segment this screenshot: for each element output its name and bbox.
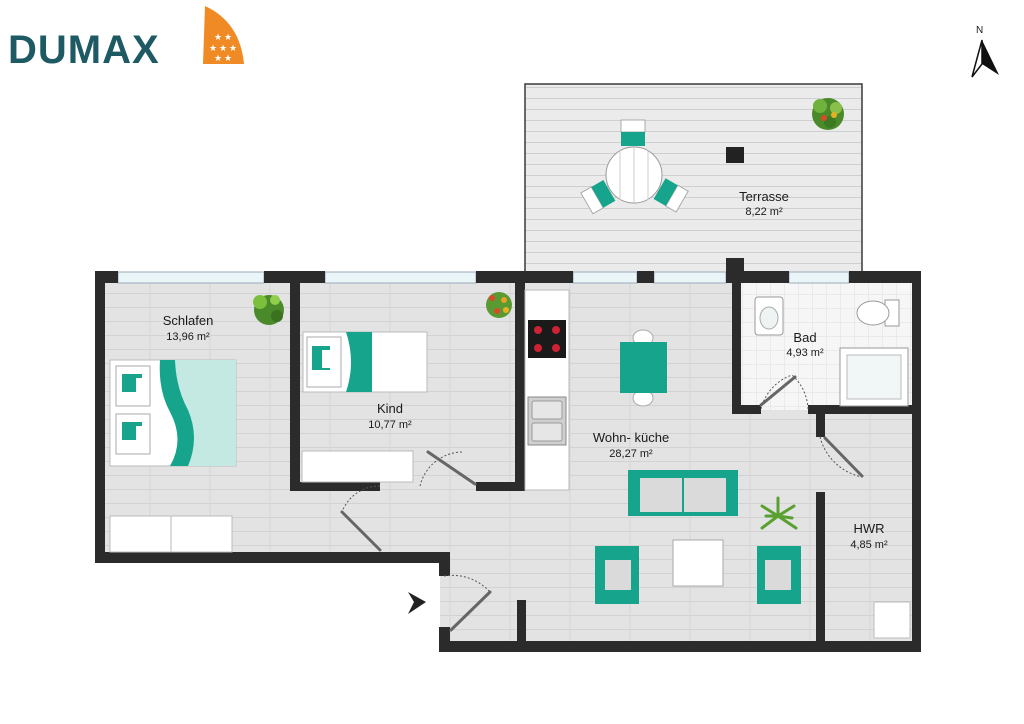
toilet-icon [856, 299, 900, 327]
room-area-bad: 4,93 m² [786, 347, 824, 359]
room-area-schlafen: 13,96 m² [166, 331, 210, 343]
wall [849, 271, 921, 283]
room-name-schlafen: Schlafen [163, 313, 214, 328]
window [653, 271, 727, 284]
room-area-terrasse: 8,22 m² [745, 206, 783, 218]
svg-text:★: ★ [219, 44, 227, 54]
svg-text:★: ★ [224, 33, 232, 43]
north-label: N [976, 25, 983, 36]
svg-text:★: ★ [229, 44, 237, 54]
sail-icon [203, 6, 244, 64]
wall [726, 271, 789, 283]
wall [637, 271, 654, 283]
room-name-bad: Bad [793, 330, 816, 345]
wall [732, 405, 761, 414]
wall [439, 552, 450, 576]
wall [515, 283, 525, 491]
shower-icon [839, 347, 909, 407]
wall [912, 271, 921, 651]
wall [476, 271, 573, 283]
plant-icon [486, 292, 512, 318]
wall [95, 271, 118, 283]
door-leaf [823, 436, 864, 478]
single-bed-icon [302, 331, 428, 393]
window [117, 271, 265, 284]
terrace-area [524, 83, 863, 276]
wall [95, 271, 105, 563]
door-swing [419, 451, 463, 487]
wardrobe-icon [109, 515, 233, 553]
armchair-icon [757, 546, 801, 604]
room-area-wohnkueche: 28,27 m² [609, 448, 653, 460]
room-area-hwr: 4,85 m² [850, 539, 888, 551]
window [324, 271, 477, 284]
cooktop-icon [528, 320, 566, 358]
svg-text:★: ★ [224, 54, 232, 64]
plant-icon [812, 98, 844, 130]
door-leaf [426, 450, 477, 486]
svg-text:★: ★ [214, 54, 222, 64]
wall [732, 283, 741, 413]
window [572, 271, 638, 284]
walls [95, 258, 921, 652]
door-swing [443, 574, 491, 593]
north-arrow: N [971, 25, 999, 78]
door-leaves [340, 375, 864, 632]
armchair-icon [595, 546, 639, 604]
wall [264, 271, 325, 283]
north-arrow-fill-icon [982, 40, 999, 75]
sofa-icon [628, 470, 738, 516]
washbasin-icon [754, 296, 784, 336]
window [788, 271, 850, 284]
burner-icons [534, 326, 560, 352]
dining-table-icon [620, 329, 667, 407]
wall [517, 600, 526, 642]
terrace-post [726, 147, 744, 163]
kitchen-counter [524, 289, 570, 491]
double-bed-icon [109, 359, 237, 467]
room-name-terrasse: Terrasse [739, 189, 789, 204]
brand-logo: DUMAX ★★ ★★★ ★★ [8, 6, 244, 72]
room-name-hwr: HWR [853, 521, 884, 536]
door-swing [341, 485, 381, 513]
door-leaf [449, 590, 492, 632]
room-name-wohnkueche: Wohn- küche [593, 430, 669, 445]
room-name-kind: Kind [377, 401, 403, 416]
wall [95, 552, 450, 563]
wall [808, 405, 921, 414]
wall [816, 405, 825, 437]
utility-appliance-icon [873, 601, 911, 639]
svg-text:★: ★ [209, 44, 217, 54]
wall [439, 627, 450, 651]
coffee-table-icon [672, 539, 724, 587]
wall [439, 641, 921, 652]
stars-icon: ★★ ★★★ ★★ [209, 33, 237, 64]
svg-text:★: ★ [214, 33, 222, 43]
north-arrow-icon [971, 39, 983, 78]
room-labels: Schlafen 13,96 m² Kind 10,77 m² Wohn- kü… [163, 189, 888, 551]
wall [476, 482, 523, 491]
palm-plant-icon [760, 496, 798, 530]
entrance-arrow-icon [408, 592, 426, 614]
room-area-kind: 10,77 m² [368, 419, 412, 431]
wall [816, 492, 825, 642]
plant-icon [253, 295, 284, 325]
desk-icon [301, 450, 414, 483]
brand-name: DUMAX [8, 28, 160, 72]
wall [290, 482, 380, 491]
terrace-table-icon [580, 119, 689, 215]
door-leaf [759, 375, 797, 407]
door-leaf [340, 510, 382, 552]
wall [290, 283, 300, 490]
